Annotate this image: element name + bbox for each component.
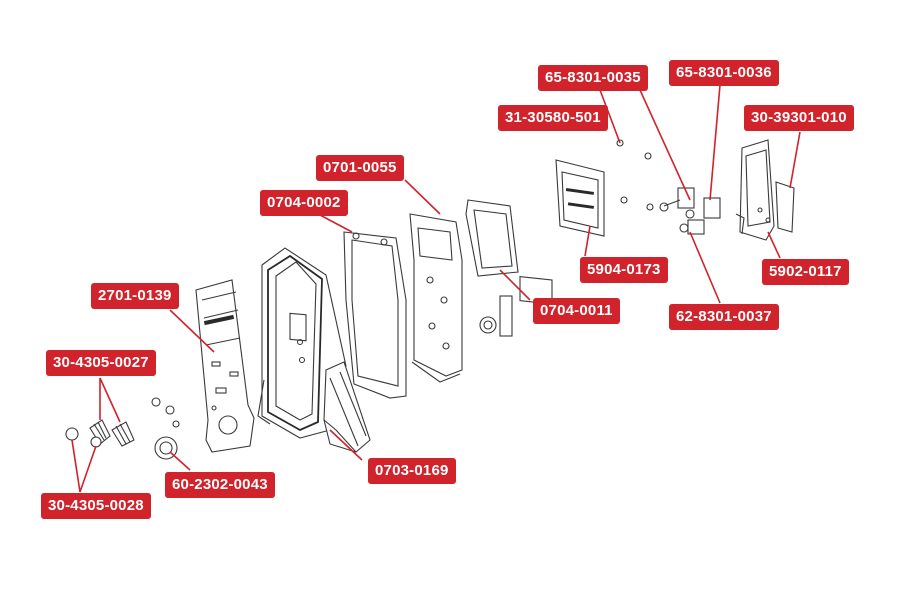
callout-0704-0011[interactable]: 0704-0011 bbox=[533, 298, 620, 324]
callout-5904-0173[interactable]: 5904-0173 bbox=[580, 257, 668, 283]
leader-lines bbox=[71, 84, 801, 493]
callout-65-8301-0036[interactable]: 65-8301-0036 bbox=[669, 60, 779, 86]
callout-0701-0055[interactable]: 0701-0055 bbox=[316, 155, 404, 181]
callout-0704-0002[interactable]: 0704-0002 bbox=[260, 190, 348, 216]
stand-part bbox=[323, 361, 371, 453]
callout-30-4305-0028[interactable]: 30-4305-0028 bbox=[41, 493, 151, 519]
screws-part bbox=[616, 139, 654, 211]
display-module-part bbox=[555, 159, 605, 237]
callout-5902-0117[interactable]: 5902-0117 bbox=[762, 259, 849, 285]
callout-30-39301-010[interactable]: 30-39301-010 bbox=[744, 105, 854, 131]
gasket-frame-part bbox=[343, 231, 407, 399]
callout-60-2302-0043[interactable]: 60-2302-0043 bbox=[165, 472, 275, 498]
knobs-part bbox=[65, 397, 180, 460]
callout-2701-0139[interactable]: 2701-0139 bbox=[91, 283, 179, 309]
circuit-board-part bbox=[409, 213, 463, 383]
callout-30-4305-0027[interactable]: 30-4305-0027 bbox=[46, 350, 156, 376]
faceplate-part bbox=[195, 279, 255, 453]
callout-62-8301-0037[interactable]: 62-8301-0037 bbox=[669, 304, 779, 330]
bracket-part bbox=[735, 139, 795, 241]
callout-65-8301-0035[interactable]: 65-8301-0035 bbox=[538, 65, 648, 91]
callout-0703-0169[interactable]: 0703-0169 bbox=[368, 458, 456, 484]
controls-part bbox=[659, 187, 721, 235]
callout-31-30580-501[interactable]: 31-30580-501 bbox=[498, 105, 608, 131]
window-gasket-part bbox=[465, 199, 553, 337]
